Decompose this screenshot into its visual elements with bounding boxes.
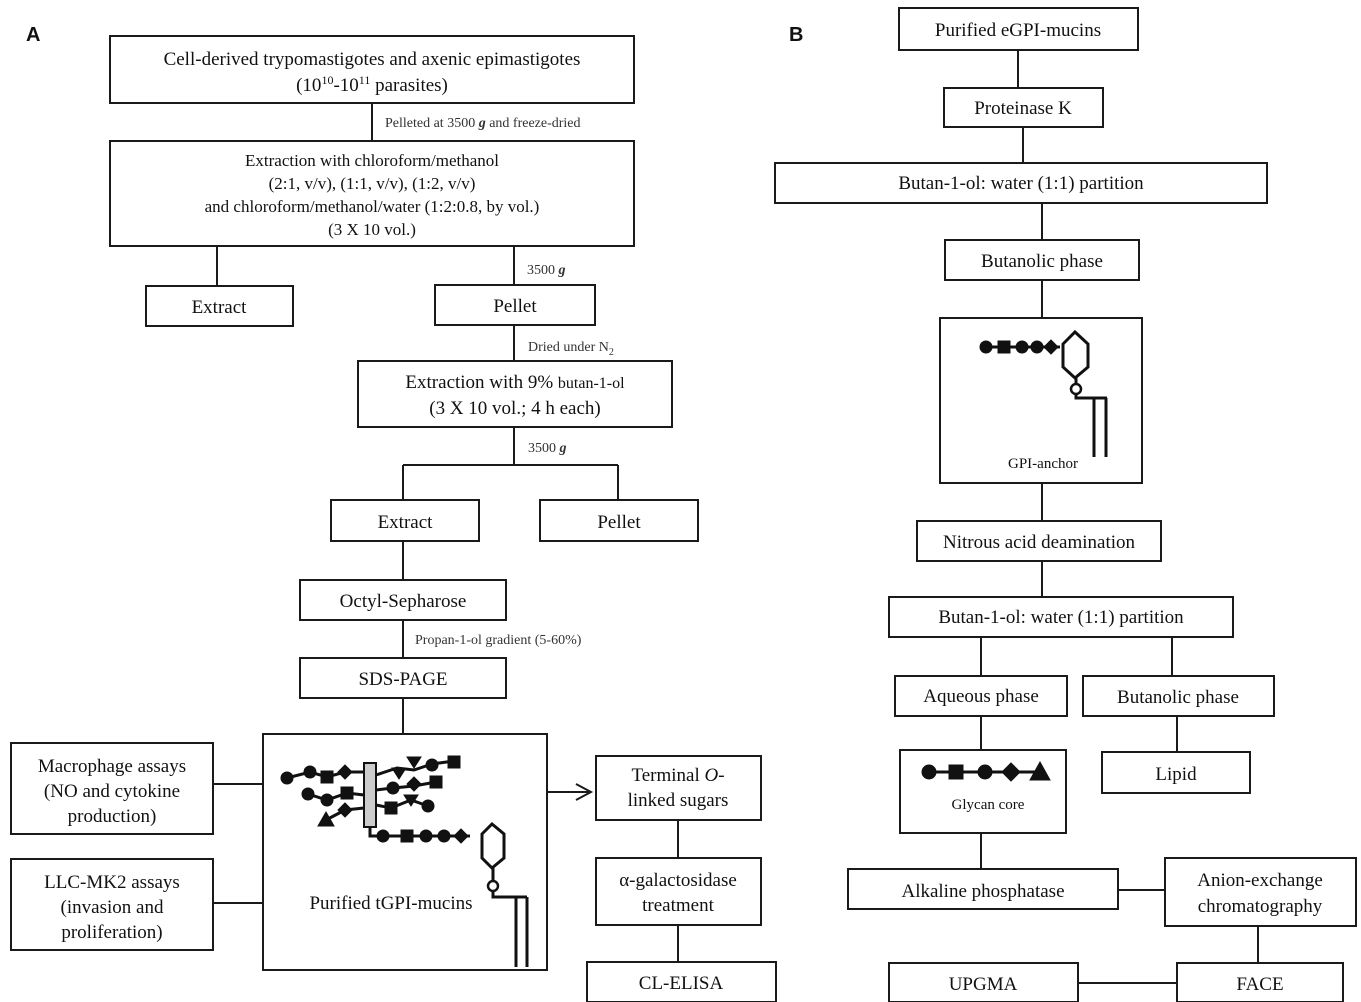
- butanolic1-label: Butanolic phase: [981, 251, 1103, 272]
- terminal-line1: Terminal O-: [631, 765, 724, 786]
- face-label: FACE: [1236, 974, 1283, 995]
- extraction-line2: (2:1, v/v), (1:1, v/v), (1:2, v/v): [269, 174, 476, 193]
- upgma-label: UPGMA: [949, 974, 1018, 995]
- lipid-box: Lipid: [1101, 751, 1251, 794]
- tgpi-mucins-box: Purified tGPI-mucins: [262, 733, 548, 971]
- proteinase-box: Proteinase K: [943, 87, 1104, 128]
- parasites-line1: Cell-derived trypomastigotes and axenic …: [164, 49, 581, 70]
- panel-b-label: B: [789, 24, 803, 46]
- extract2-label: Extract: [378, 512, 434, 533]
- purified-egpi-box: Purified eGPI-mucins: [898, 7, 1139, 51]
- extract1-label: Extract: [192, 297, 248, 318]
- extraction-box: Extraction with chloroform/methanol (2:1…: [109, 140, 635, 247]
- butanolic1-box: Butanolic phase: [944, 239, 1140, 281]
- extraction-line3: and chloroform/methanol/water (1:2:0.8, …: [205, 197, 540, 216]
- face-box: FACE: [1176, 962, 1344, 1002]
- lipid-label: Lipid: [1155, 764, 1197, 785]
- gpi-anchor-label: GPI-anchor: [1008, 456, 1078, 472]
- butanolic2-box: Butanolic phase: [1082, 675, 1275, 717]
- pellet1-label: Pellet: [493, 296, 537, 317]
- galactosidase-line1: α-galactosidase: [619, 870, 737, 891]
- llc-line1: LLC-MK2 assays: [44, 872, 180, 893]
- macrophage-box: Macrophage assays (NO and cytokine produ…: [10, 742, 214, 835]
- clelisa-box: CL-ELISA: [586, 961, 777, 1002]
- aqueous-label: Aqueous phase: [923, 686, 1039, 707]
- upgma-box: UPGMA: [888, 962, 1079, 1002]
- extract2-box: Extract: [330, 499, 480, 542]
- partition2-box: Butan-1-ol: water (1:1) partition: [888, 596, 1234, 638]
- step-3500b: 3500 g: [528, 441, 567, 456]
- sds-box: SDS-PAGE: [299, 657, 507, 699]
- purified-tgpi-label: Purified tGPI-mucins: [309, 893, 472, 914]
- step-propanol: Propan-1-ol gradient (5-60%): [415, 633, 582, 648]
- pellet1-box: Pellet: [434, 284, 596, 326]
- panel-a-label: A: [26, 24, 40, 46]
- butanol-line1: Extraction with 9% butan-1-ol: [405, 372, 625, 393]
- gpi-anchor-icon: [979, 329, 1108, 457]
- anion-box: Anion-exchange chromatography: [1164, 857, 1357, 927]
- butanol-line2: (3 X 10 vol.; 4 h each): [429, 398, 600, 419]
- clelisa-label: CL-ELISA: [639, 973, 724, 994]
- galactosidase-box: α-galactosidase treatment: [595, 857, 762, 926]
- step-dried: Dried under N2: [528, 340, 614, 358]
- tgpi-structure-icon: [280, 755, 529, 967]
- alkaline-box: Alkaline phosphatase: [847, 868, 1119, 910]
- anion-line1: Anion-exchange: [1197, 870, 1323, 891]
- pellet2-box: Pellet: [539, 499, 699, 542]
- nitrous-box: Nitrous acid deamination: [916, 520, 1162, 562]
- step-pelleted: Pelleted at 3500 g and freeze-dried: [385, 116, 581, 131]
- sds-label: SDS-PAGE: [358, 669, 447, 690]
- llc-box: LLC-MK2 assays (invasion and proliferati…: [10, 858, 214, 951]
- terminal-box: Terminal O- linked sugars: [595, 755, 762, 821]
- glycan-core-label: Glycan core: [952, 797, 1025, 813]
- terminal-line2: linked sugars: [628, 790, 729, 811]
- anion-line2: chromatography: [1198, 896, 1323, 917]
- parasites-line2: (1010-1011 parasites): [296, 73, 448, 96]
- extraction-line1: Extraction with chloroform/methanol: [245, 151, 499, 170]
- pellet2-label: Pellet: [597, 512, 641, 533]
- octyl-label: Octyl-Sepharose: [340, 591, 467, 612]
- butanol-extraction-box: Extraction with 9% butan-1-ol (3 X 10 vo…: [357, 360, 673, 428]
- glycan-core-box: Glycan core: [899, 749, 1067, 834]
- llc-line2: (invasion and: [61, 897, 164, 918]
- partition1-label: Butan-1-ol: water (1:1) partition: [898, 173, 1144, 194]
- extraction-line4: (3 X 10 vol.): [328, 220, 416, 239]
- aqueous-box: Aqueous phase: [894, 675, 1068, 717]
- butanolic2-label: Butanolic phase: [1117, 687, 1239, 708]
- partition2-label: Butan-1-ol: water (1:1) partition: [938, 607, 1184, 628]
- nitrous-label: Nitrous acid deamination: [943, 532, 1136, 553]
- panel-b-connectors: [980, 50, 1259, 984]
- alkaline-label: Alkaline phosphatase: [901, 881, 1064, 902]
- proteinase-label: Proteinase K: [974, 98, 1072, 119]
- gpi-anchor-box: GPI-anchor: [939, 317, 1143, 484]
- macrophage-line2: (NO and cytokine: [44, 781, 180, 802]
- macrophage-line1: Macrophage assays: [38, 756, 186, 777]
- glycan-core-icon: [921, 760, 1051, 782]
- macrophage-line3: production): [68, 806, 157, 827]
- partition1-box: Butan-1-ol: water (1:1) partition: [774, 162, 1268, 204]
- step-3500: 3500 g: [527, 263, 566, 278]
- octyl-box: Octyl-Sepharose: [299, 579, 507, 621]
- parasites-box: Cell-derived trypomastigotes and axenic …: [109, 35, 635, 104]
- purified-egpi-label: Purified eGPI-mucins: [935, 20, 1101, 41]
- galactosidase-line2: treatment: [642, 895, 714, 916]
- llc-line3: proliferation): [61, 922, 162, 943]
- extract1-box: Extract: [145, 285, 294, 327]
